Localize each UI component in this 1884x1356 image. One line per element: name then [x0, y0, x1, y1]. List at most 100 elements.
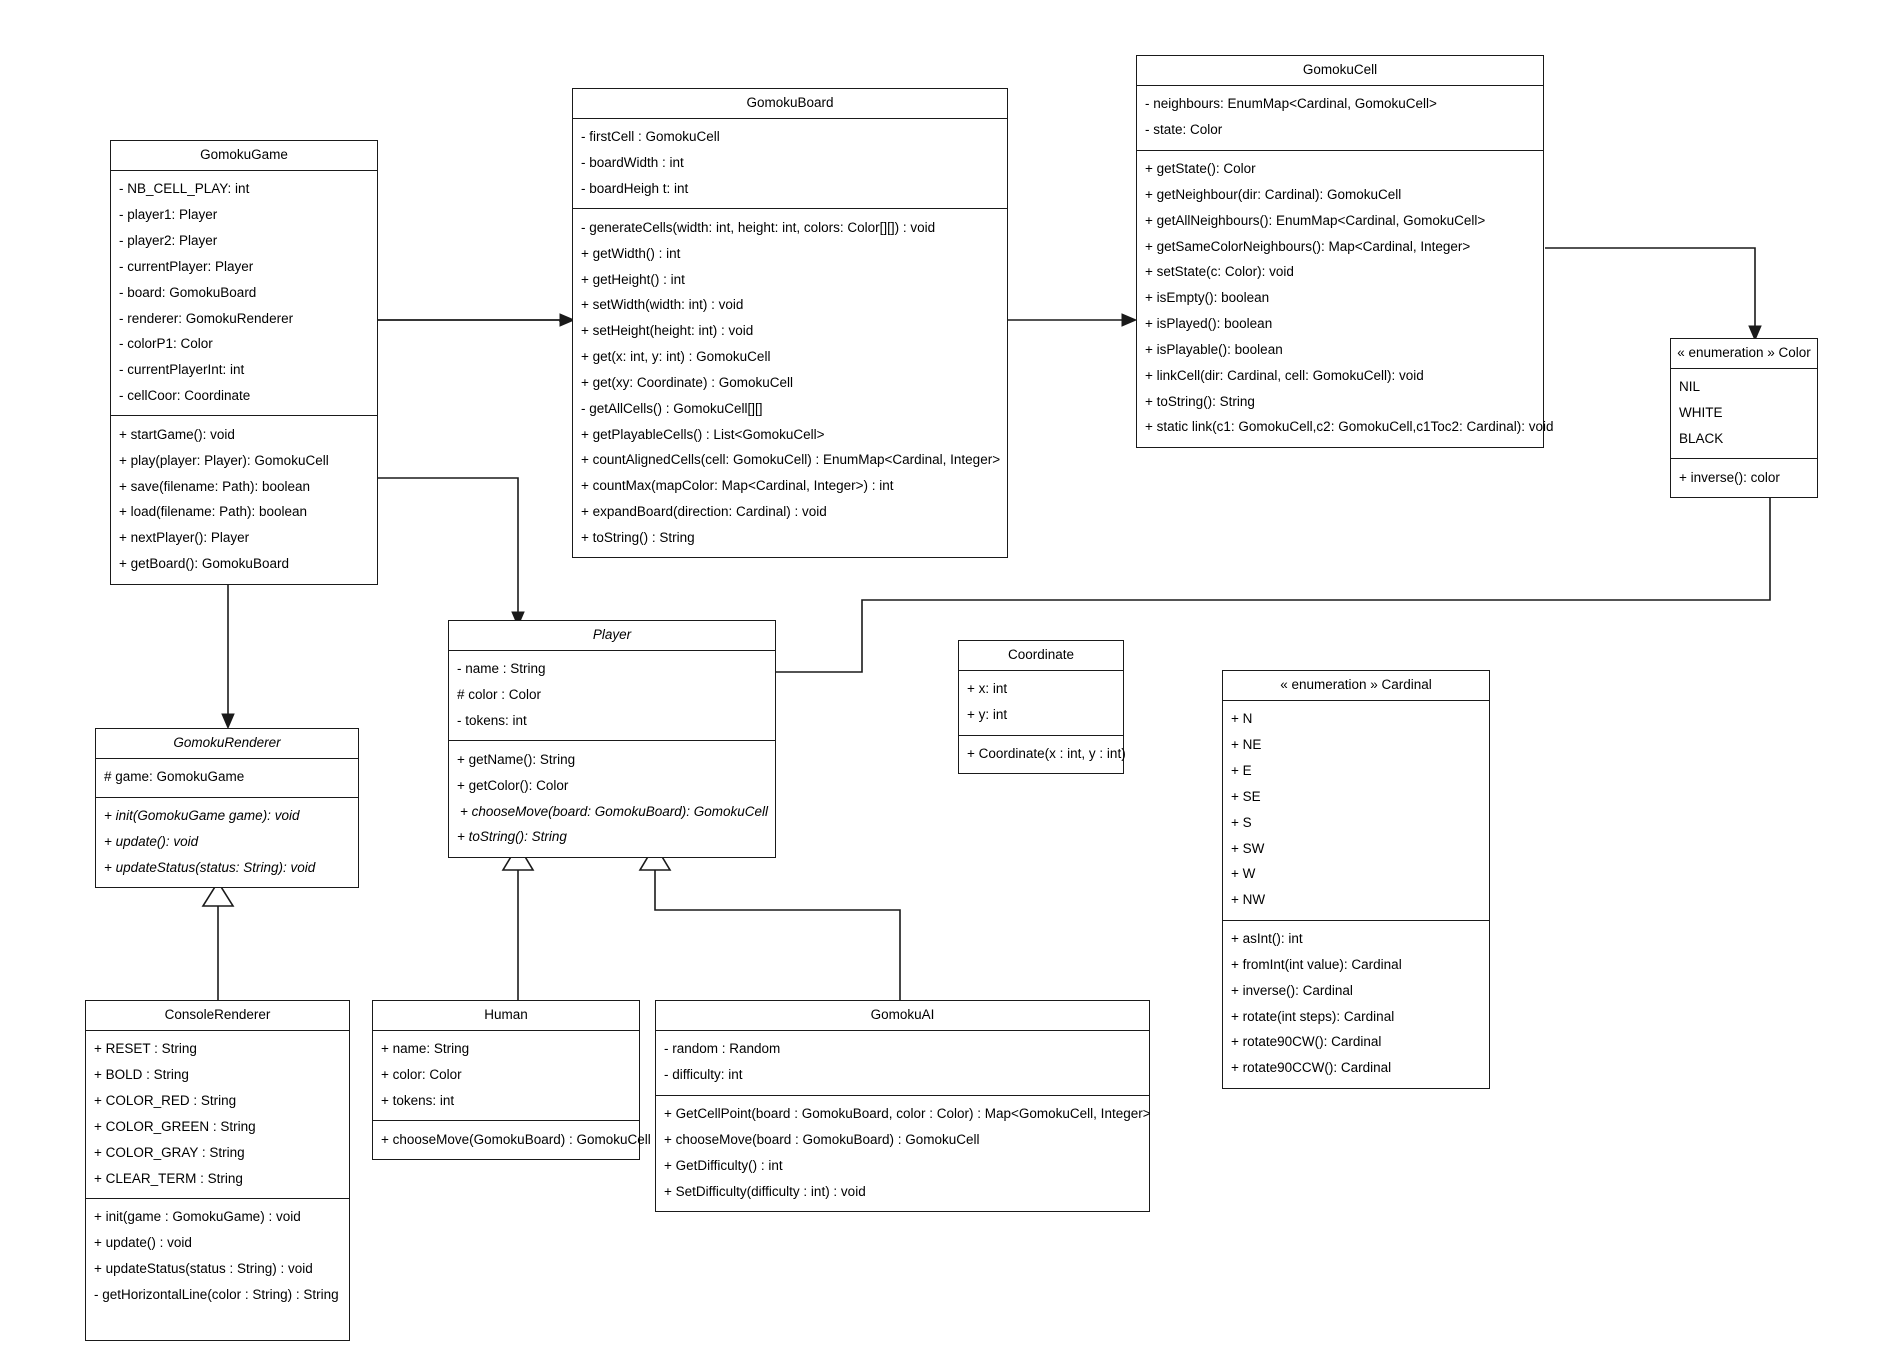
methods-compartment-cardinal-enum: + asInt(): int + fromInt(int value): Car… — [1223, 921, 1489, 1088]
methods-compartment-player: + getName(): String + getColor(): Color … — [449, 741, 775, 856]
class-box-gomoku-renderer[interactable]: GomokuRenderer # game: GomokuGame + init… — [95, 728, 359, 889]
class-title-coordinate: Coordinate — [959, 641, 1123, 671]
enum-literal-row: + SE — [1231, 788, 1261, 804]
attribute-row: - boardHeigh t: int — [581, 181, 689, 197]
attribute-row: + RESET : String — [94, 1041, 197, 1057]
enum-literal-row: + S — [1231, 814, 1252, 830]
attribute-row: - neighbours: EnumMap<Cardinal, GomokuCe… — [1145, 96, 1437, 112]
class-title-console-renderer: ConsoleRenderer — [86, 1001, 349, 1031]
class-box-gomoku-board[interactable]: GomokuBoard - firstCell : GomokuCell - b… — [572, 88, 1008, 559]
attributes-compartment-gomoku-game: - NB_CELL_PLAY: int - player1: Player - … — [111, 171, 377, 417]
method-row: + expandBoard(direction: Cardinal) : voi… — [581, 504, 827, 520]
method-row: + getColor(): Color — [457, 777, 569, 793]
attribute-row: - colorP1: Color — [119, 336, 213, 352]
enum-literal-row: + SW — [1231, 840, 1265, 856]
method-row: - getHorizontalLine(color : String) : St… — [94, 1286, 339, 1302]
method-row: + getPlayableCells() : List<GomokuCell> — [581, 426, 825, 442]
method-row: + toString(): String — [457, 829, 567, 845]
attribute-row: + COLOR_RED : String — [94, 1093, 237, 1109]
enum-literal-row: + E — [1231, 763, 1252, 779]
attributes-compartment-console-renderer: + RESET : String + BOLD : String + COLOR… — [86, 1031, 349, 1199]
method-row: + GetDifficulty() : int — [664, 1157, 783, 1173]
edge-game-to-board — [378, 319, 561, 322]
method-row: + SetDifficulty(difficulty : int) : void — [664, 1183, 866, 1199]
class-box-color-enum[interactable]: « enumeration » Color NIL WHITE BLACK + … — [1670, 338, 1818, 499]
method-row: + init(GomokuGame game): void — [104, 808, 300, 824]
method-row: + inverse(): color — [1679, 469, 1780, 485]
method-row: + asInt(): int — [1231, 931, 1303, 947]
method-row: + linkCell(dir: Cardinal, cell: GomokuCe… — [1145, 367, 1424, 383]
method-row: + getName(): String — [457, 751, 576, 767]
enum-literal-row: + N — [1231, 711, 1253, 727]
method-row: + chooseMove(board : GomokuBoard) : Gomo… — [664, 1131, 980, 1147]
methods-compartment-gomoku-renderer: + init(GomokuGame game): void + update()… — [96, 798, 358, 888]
attribute-row: + tokens: int — [381, 1093, 455, 1109]
method-row: + updateStatus(status : String) : void — [94, 1261, 313, 1277]
class-title-gomoku-renderer: GomokuRenderer — [96, 729, 358, 759]
method-row: + get(xy: Coordinate) : GomokuCell — [581, 374, 793, 390]
method-row: + updateStatus(status: String): void — [104, 859, 316, 875]
attribute-row: - state: Color — [1145, 122, 1223, 138]
edge-ai-to-player — [654, 870, 901, 1000]
attribute-row: + name: String — [381, 1041, 470, 1057]
methods-compartment-gomoku-game: + startGame(): void + play(player: Playe… — [111, 416, 377, 583]
attribute-row: - random : Random — [664, 1041, 781, 1057]
class-box-gomoku-cell[interactable]: GomokuCell - neighbours: EnumMap<Cardina… — [1136, 55, 1554, 448]
methods-compartment-color-enum: + inverse(): color — [1671, 459, 1817, 497]
enum-literal-row: WHITE — [1679, 405, 1723, 421]
class-title-cardinal-enum: « enumeration » Cardinal — [1223, 671, 1489, 701]
class-box-console-renderer[interactable]: ConsoleRenderer + RESET : String + BOLD … — [85, 1000, 350, 1342]
methods-compartment-human: + chooseMove(GomokuBoard) : GomokuCell — [373, 1121, 651, 1159]
attribute-row: - cellCoor: Coordinate — [119, 388, 251, 404]
empty-spacer — [86, 1308, 349, 1334]
attribute-row: + color: Color — [381, 1067, 462, 1083]
methods-compartment-console-renderer: + init(game : GomokuGame) : void + updat… — [86, 1199, 349, 1340]
methods-compartment-gomoku-ai: + GetCellPoint(board : GomokuBoard, colo… — [656, 1096, 1151, 1211]
enum-literal-row: + NW — [1231, 892, 1266, 908]
class-box-gomoku-game[interactable]: GomokuGame - NB_CELL_PLAY: int - player1… — [110, 140, 378, 585]
class-title-human: Human — [373, 1001, 639, 1031]
method-row: + getWidth() : int — [581, 245, 681, 261]
method-row: + play(player: Player): GomokuCell — [119, 452, 329, 468]
method-row: + getState(): Color — [1145, 161, 1256, 177]
method-row: - getAllCells() : GomokuCell[][] — [581, 400, 763, 416]
class-box-human[interactable]: Human + name: String + color: Color + to… — [372, 1000, 651, 1161]
class-box-cardinal-enum[interactable]: « enumeration » Cardinal + N + NE + E + … — [1222, 670, 1490, 1089]
method-row: + get(x: int, y: int) : GomokuCell — [581, 349, 771, 365]
attributes-compartment-gomoku-board: - firstCell : GomokuCell - boardWidth : … — [573, 119, 1007, 210]
method-row: + startGame(): void — [119, 426, 235, 442]
class-box-coordinate[interactable]: Coordinate + x: int + y: int + Coordinat… — [958, 640, 1126, 775]
method-row: + toString(): String — [1145, 393, 1255, 409]
method-row: + static link(c1: GomokuCell,c2: GomokuC… — [1145, 419, 1554, 435]
class-box-player[interactable]: Player - name : String # color : Color -… — [448, 620, 776, 858]
attribute-row: + BOLD : String — [94, 1067, 189, 1083]
method-row: + rotate90CCW(): Cardinal — [1231, 1060, 1392, 1076]
method-row: + countMax(mapColor: Map<Cardinal, Integ… — [581, 478, 894, 494]
class-title-color-enum: « enumeration » Color — [1671, 339, 1817, 369]
method-row: + getNeighbour(dir: Cardinal): GomokuCel… — [1145, 186, 1402, 202]
attribute-row: - player2: Player — [119, 233, 218, 249]
attribute-row: + CLEAR_TERM : String — [94, 1170, 243, 1186]
class-title-gomoku-game: GomokuGame — [111, 141, 377, 171]
class-box-gomoku-ai[interactable]: GomokuAI - random : Random - difficulty:… — [655, 1000, 1151, 1212]
enum-literal-row: + NE — [1231, 737, 1262, 753]
attribute-row: - name : String — [457, 661, 546, 677]
method-row: + update() : void — [94, 1235, 192, 1251]
method-row: + fromInt(int value): Cardinal — [1231, 956, 1402, 972]
method-row: + chooseMove(board: GomokuBoard): Gomoku… — [460, 803, 769, 819]
method-row: + chooseMove(GomokuBoard) : GomokuCell — [381, 1131, 651, 1147]
method-row: + getHeight() : int — [581, 271, 685, 287]
attributes-compartment-coordinate: + x: int + y: int — [959, 671, 1123, 736]
edge-board-to-player — [378, 477, 519, 616]
method-row: + inverse(): Cardinal — [1231, 982, 1353, 998]
literals-compartment-color-enum: NIL WHITE BLACK — [1671, 369, 1817, 460]
attribute-row: # color : Color — [457, 687, 542, 703]
attributes-compartment-gomoku-ai: - random : Random - difficulty: int — [656, 1031, 1149, 1096]
class-title-gomoku-ai: GomokuAI — [656, 1001, 1149, 1031]
attribute-row: - difficulty: int — [664, 1067, 743, 1083]
attribute-row: - board: GomokuBoard — [119, 284, 257, 300]
attribute-row: - player1: Player — [119, 207, 218, 223]
method-row: + isEmpty(): boolean — [1145, 290, 1270, 306]
methods-compartment-gomoku-cell: + getState(): Color + getNeighbour(dir: … — [1137, 151, 1554, 447]
